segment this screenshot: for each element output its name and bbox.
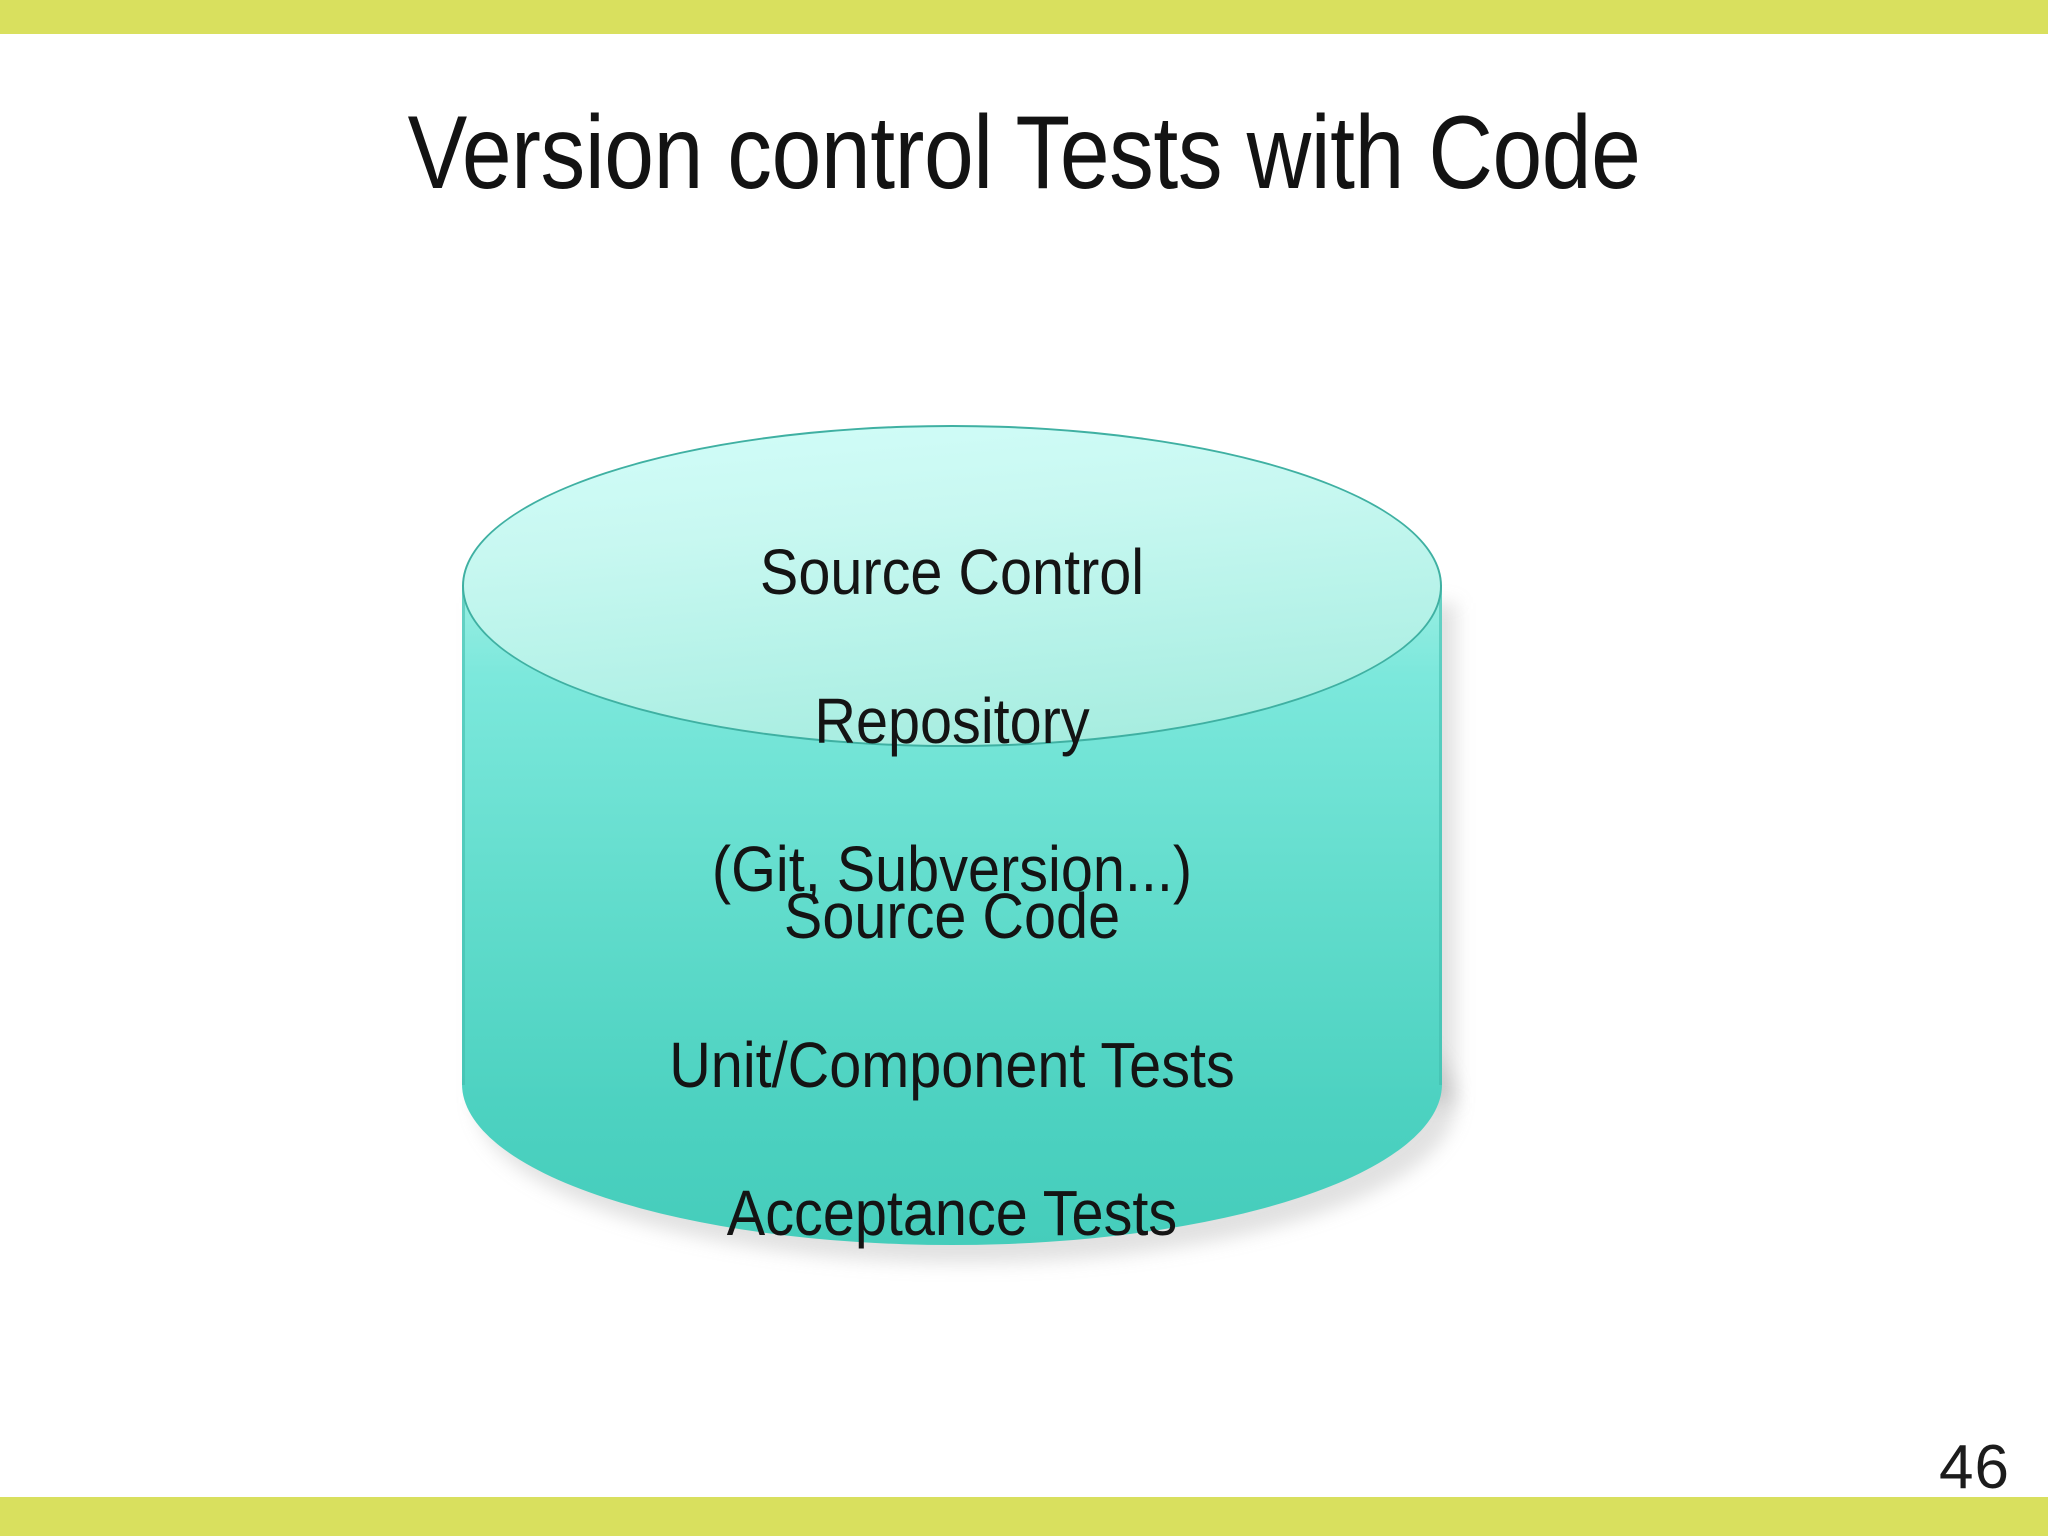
bottom-accent-bar: [0, 1497, 2048, 1536]
cylinder-body-label-line-2: Unit/Component Tests: [669, 1028, 1235, 1101]
cylinder-top-label: Source Control Repository (Git, Subversi…: [511, 461, 1393, 981]
cylinder-top-label-line-1: Source Control: [759, 536, 1145, 609]
cylinder-top-label-line-2: Repository: [814, 684, 1090, 757]
database-cylinder-diagram: Source Control Repository (Git, Subversi…: [462, 425, 1456, 1263]
cylinder-top-label-line-3: (Git, Subversion...): [711, 833, 1193, 906]
cylinder-top-ellipse: [462, 425, 1442, 747]
page-title: Version control Tests with Code: [407, 95, 1641, 211]
page-number: 46: [1939, 1433, 2010, 1502]
cylinder-body-label-line-3: Acceptance Tests: [726, 1177, 1178, 1250]
cylinder-body-label: Source Code Unit/Component Tests Accepta…: [511, 805, 1393, 1325]
cylinder-body-label-line-1: Source Code: [783, 880, 1121, 953]
top-accent-bar: [0, 0, 2048, 34]
